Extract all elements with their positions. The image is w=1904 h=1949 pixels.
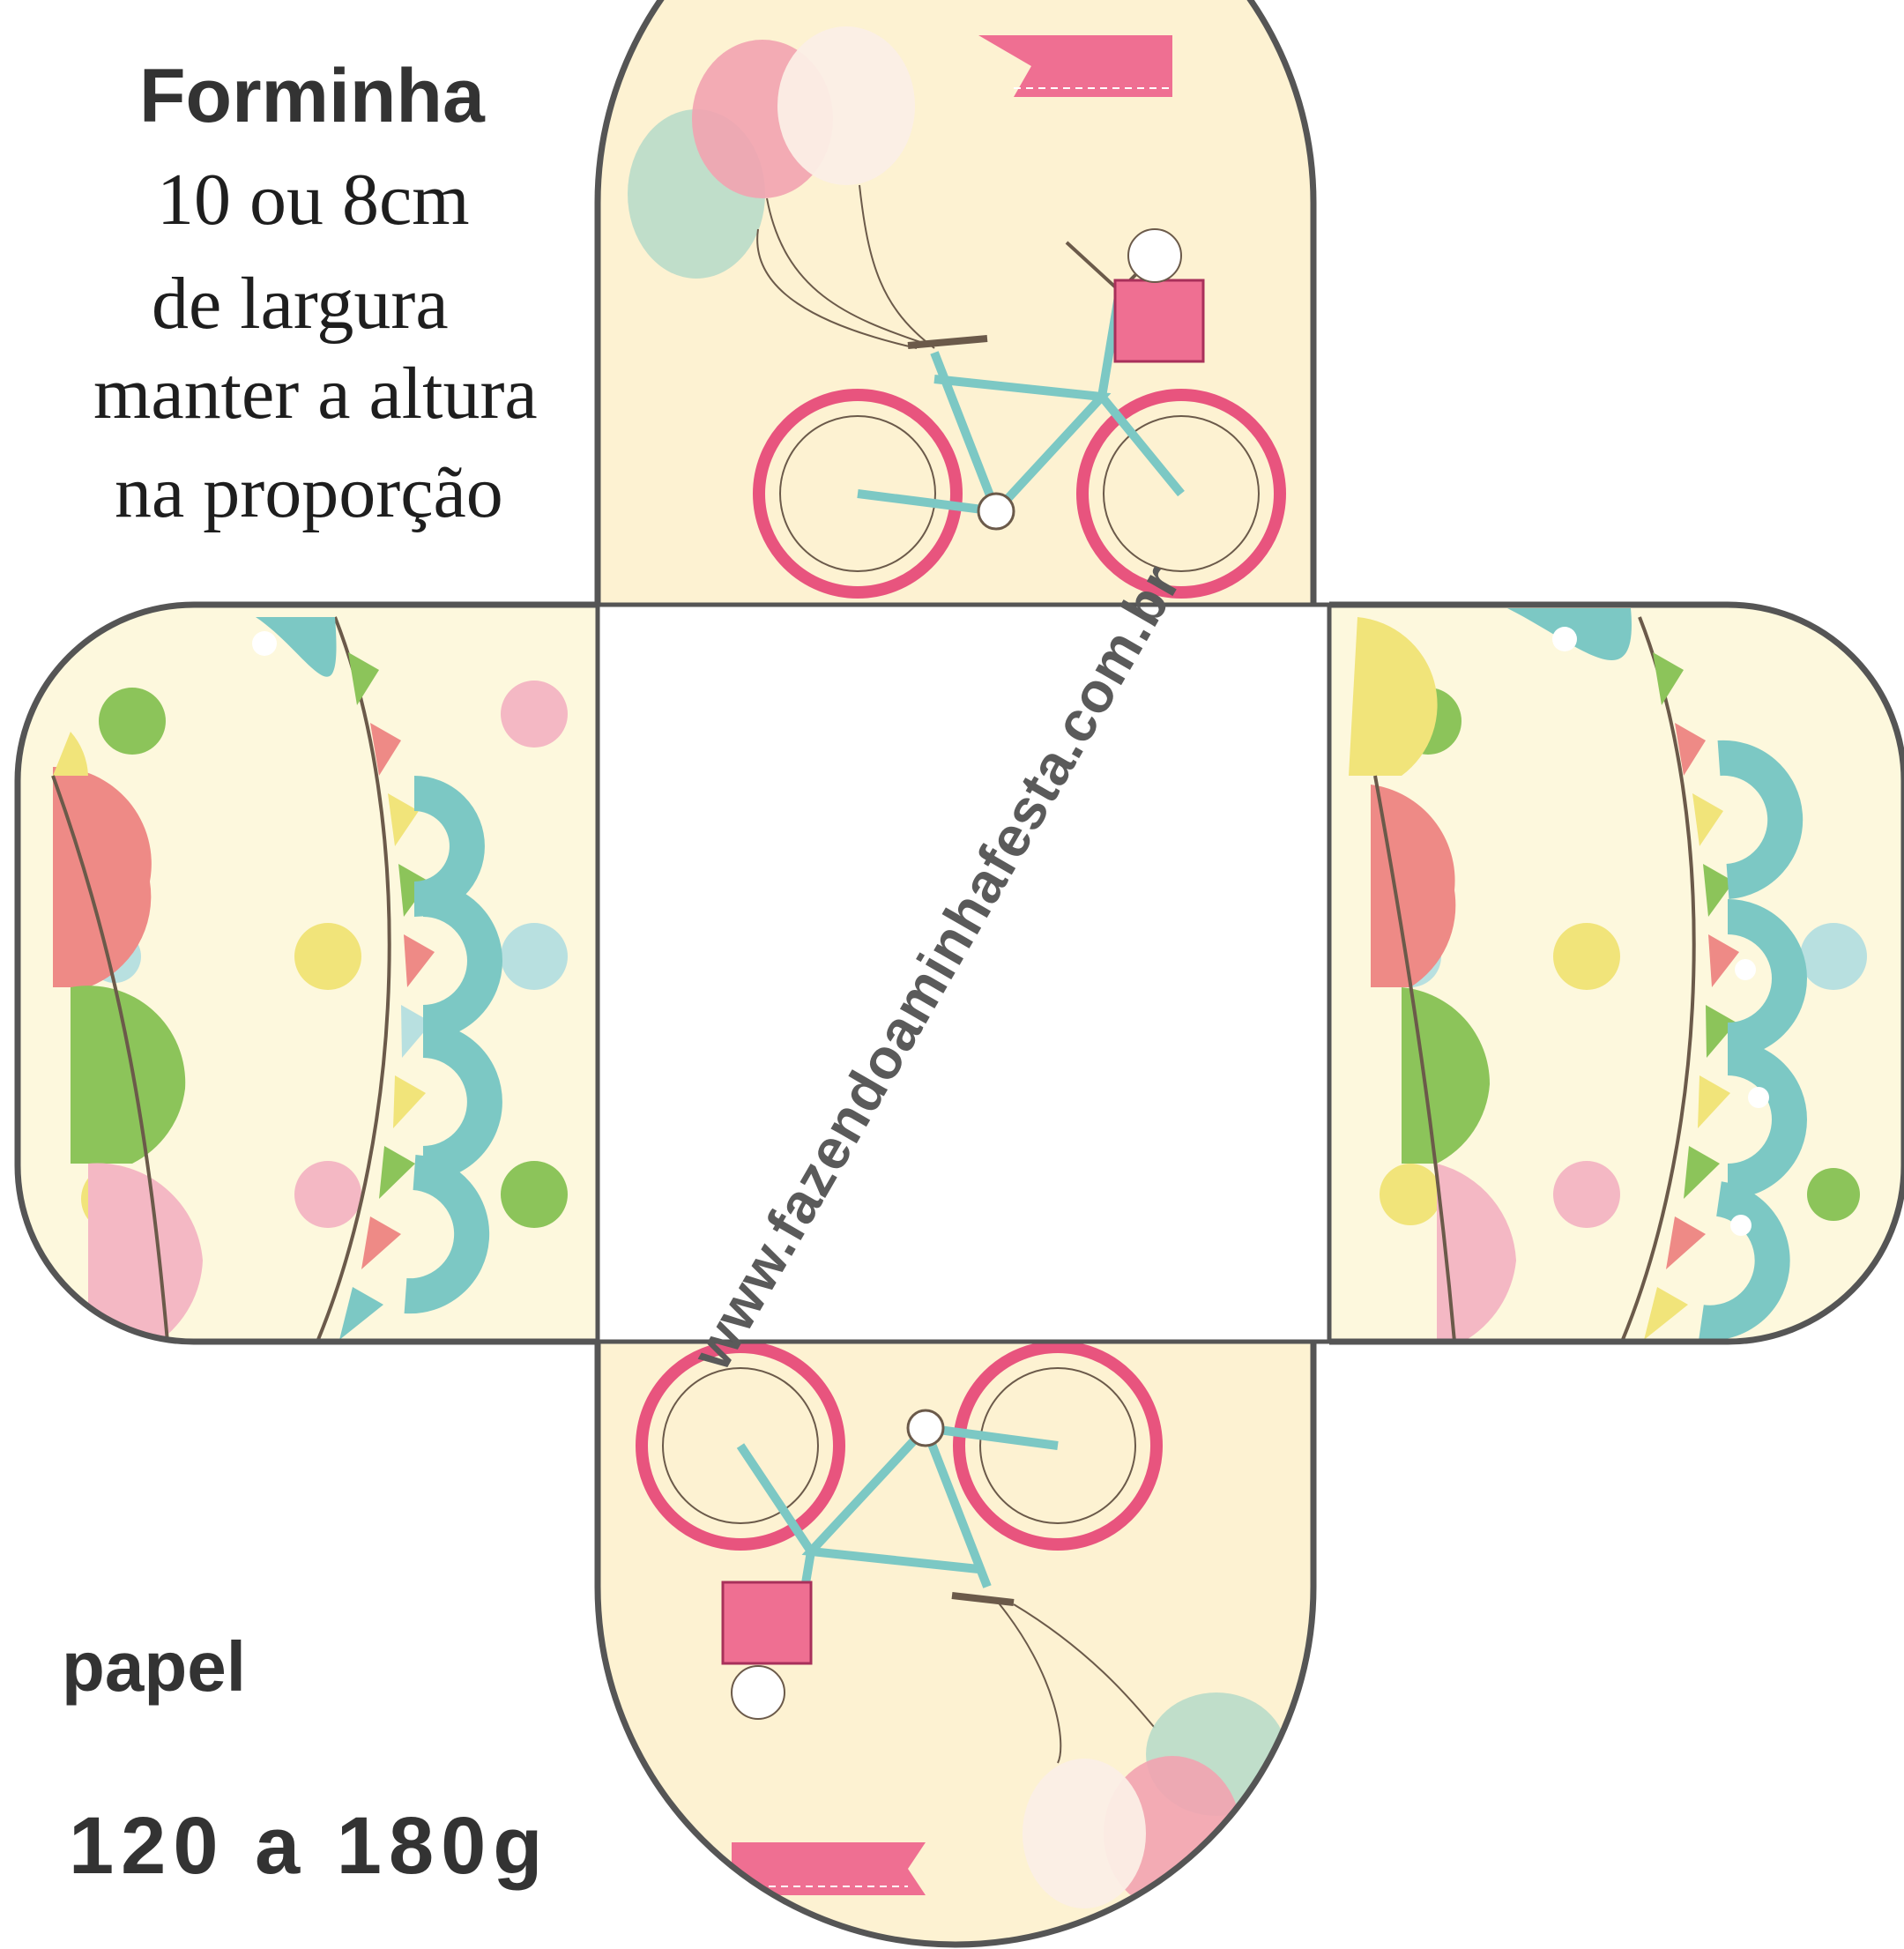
scallops-left [51,732,203,1342]
bicycle-bottom [636,1342,1163,1764]
bottom-flap-outline [594,1342,1317,1948]
template-title: Forminha [139,54,485,138]
bicycle-top [753,228,1286,599]
bunting-left [252,616,502,1342]
right-flap-outline [1329,601,1904,1345]
top-flap [598,0,1313,605]
size-line: 10 ou 8cm [157,159,470,241]
paper-label: papel [62,1627,246,1706]
proportion-line: na proporção [115,451,503,533]
left-flap [18,605,598,1342]
bottom-flap [598,1342,1313,1945]
balloons-bottom [1023,1692,1287,1911]
ribbon-top [978,35,1172,97]
bunting-right [1507,608,1807,1342]
scallops-right [1349,617,1516,1342]
right-flap [1331,605,1904,1342]
balloons-top [628,26,935,349]
top-flap-outline [594,0,1317,605]
left-flap-outline [14,601,598,1345]
paper-weight: 120 a 180g [69,1801,550,1891]
center-square [595,602,1332,1344]
height-line: manter a altura [93,353,538,435]
width-line: de largura [152,263,449,345]
